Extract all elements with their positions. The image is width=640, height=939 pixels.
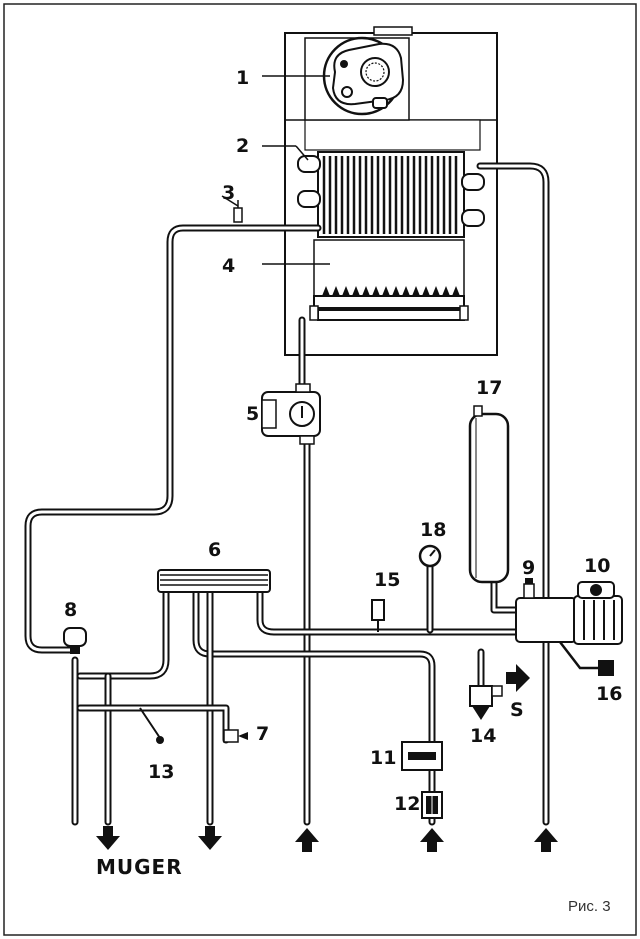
- callout-14: 14: [470, 725, 496, 747]
- callout-15: 15: [374, 569, 400, 591]
- outlet-arrow-muger: [96, 826, 120, 850]
- callout-5: 5: [246, 403, 259, 425]
- callout-11: 11: [370, 747, 396, 769]
- valve-8: [63, 627, 87, 654]
- safety-valve: [469, 685, 503, 720]
- callout-9: 9: [522, 557, 535, 579]
- figure-label: Рис. 3: [568, 898, 611, 915]
- burner: [309, 239, 469, 321]
- callout-12: 12: [394, 793, 420, 815]
- service-label: S: [510, 699, 524, 721]
- callout-7: 7: [256, 723, 269, 745]
- callout-17: 17: [476, 377, 502, 399]
- callout-2: 2: [236, 135, 249, 157]
- filter: [421, 791, 443, 819]
- inlet-arrow-gas: [295, 828, 319, 852]
- service-arrow-shape: [506, 664, 530, 692]
- diagram-frame: [3, 3, 637, 936]
- pipes: [24, 162, 550, 826]
- flow-sensor: [401, 741, 443, 771]
- leader-lines: [221, 75, 330, 265]
- callout-1: 1: [236, 67, 249, 89]
- sensor-15: [371, 599, 385, 632]
- sensor-3: [233, 200, 243, 223]
- probe-13: [139, 707, 164, 744]
- hydraulic-group: [515, 578, 577, 643]
- expansion-vessel: [468, 405, 510, 584]
- pressure-gauge: [418, 544, 442, 568]
- three-way-valve-motor: [573, 581, 623, 645]
- outlet-label: MUGER: [96, 855, 183, 879]
- valve-7: [223, 729, 248, 743]
- callout-16: 16: [596, 683, 622, 705]
- inlet-arrow-cold-water: [420, 828, 444, 852]
- callout-4: 4: [222, 255, 235, 277]
- callout-8: 8: [64, 599, 77, 621]
- inlet-arrow-return: [534, 828, 558, 852]
- drain-16: [559, 641, 614, 676]
- callout-6: 6: [208, 539, 221, 561]
- callout-18: 18: [420, 519, 446, 541]
- callout-10: 10: [584, 555, 610, 577]
- callout-13: 13: [148, 761, 174, 783]
- service-arrow: S: [506, 664, 530, 721]
- heat-exchanger: [297, 151, 485, 238]
- pump: [261, 383, 321, 445]
- manifold: [157, 569, 271, 593]
- callout-3: 3: [222, 182, 235, 204]
- fan-assembly: [304, 36, 410, 121]
- flow-arrows: [96, 826, 558, 852]
- outlet-arrow-2: [198, 826, 222, 850]
